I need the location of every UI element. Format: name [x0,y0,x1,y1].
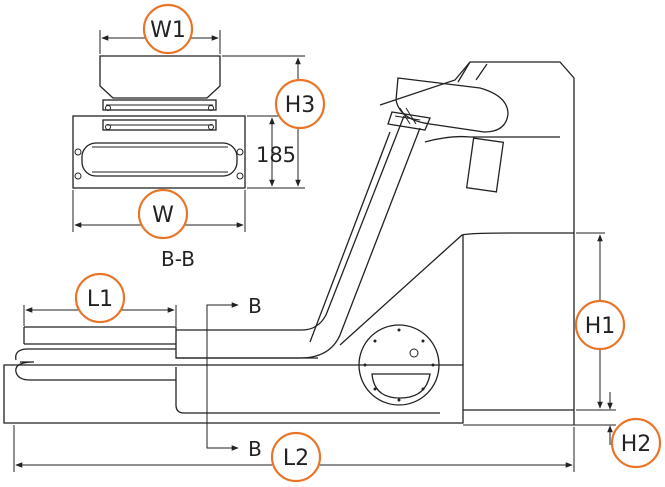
belt-section [81,142,238,177]
section-housing [72,115,246,189]
head-housing [379,61,575,425]
label-w: W [152,203,174,228]
label-b-bottom: B [248,437,262,461]
conveyor-side-view [3,61,616,472]
label-h2: H2 [621,432,652,457]
label-l2: L2 [283,446,309,471]
drive-motor [395,77,509,133]
section-b-b-view [72,30,305,232]
label-h3: H3 [285,93,316,118]
inspection-window [465,137,505,193]
base-tank [3,364,464,424]
callout-circles [74,3,662,483]
label-section-b-b: B-B [161,247,195,271]
section-marker-top [206,302,239,440]
drive-sprocket-cover [358,324,440,406]
label-185: 185 [256,143,296,167]
section-marker-bottom [206,440,239,451]
label-l1: L1 [87,287,113,312]
label-b-top: B [248,294,262,318]
label-h1: H1 [585,314,616,339]
hopper-body [99,55,221,99]
label-w1: W1 [150,18,186,43]
belt-horizontal-section [24,343,318,359]
